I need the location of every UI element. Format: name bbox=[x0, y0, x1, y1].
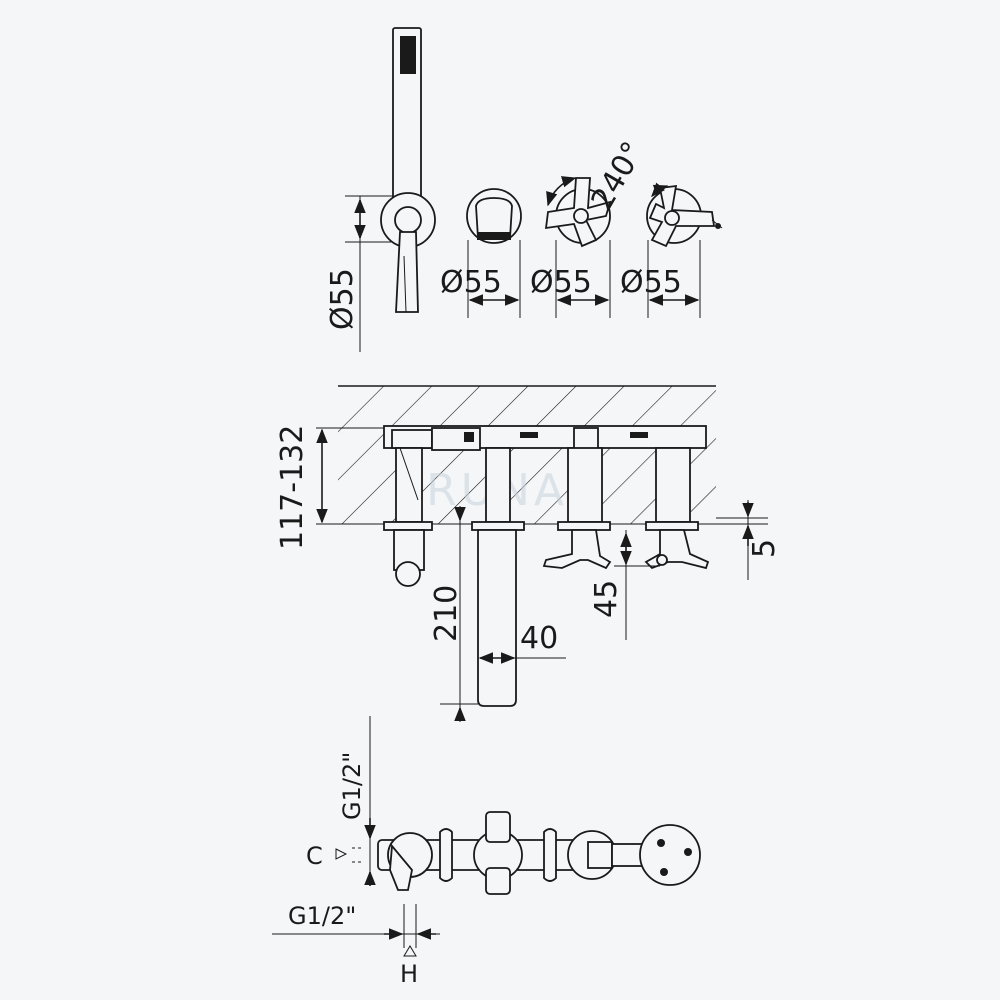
plan-view: G1/2" C G1/2" H bbox=[272, 716, 701, 988]
spout-diameter-label: Ø55 bbox=[440, 265, 502, 300]
rosette-gap-label: 5 bbox=[747, 539, 782, 558]
rotation-angle-label: 240° bbox=[585, 136, 651, 216]
inlet-bottom-label: G1/2" bbox=[288, 902, 356, 930]
handle-left-top bbox=[544, 176, 612, 248]
wall-depth-label: 117-132 bbox=[275, 425, 310, 550]
inlet-top-label: G1/2" bbox=[338, 752, 366, 820]
handle-right-top bbox=[646, 182, 723, 248]
handshower-top bbox=[380, 27, 436, 313]
spout-width-label: 40 bbox=[520, 621, 558, 656]
spout-projection-label: 210 bbox=[429, 585, 464, 642]
handle-right-diameter-label: Ø55 bbox=[620, 265, 682, 300]
handle-height-label: 45 bbox=[589, 580, 624, 618]
handshower-diameter-label: Ø55 bbox=[325, 268, 360, 330]
hot-label: H bbox=[400, 960, 418, 988]
section-view: BRUNA 117-132 bbox=[275, 385, 782, 722]
handle-left-diameter-label: Ø55 bbox=[530, 265, 592, 300]
spout-top bbox=[466, 188, 522, 244]
cold-label: C bbox=[306, 842, 323, 870]
top-dims: Ø55 Ø55 Ø55 bbox=[440, 240, 701, 318]
top-view: Ø55 240° Ø55 bbox=[325, 27, 723, 352]
handshower-dimension: Ø55 bbox=[325, 195, 393, 352]
